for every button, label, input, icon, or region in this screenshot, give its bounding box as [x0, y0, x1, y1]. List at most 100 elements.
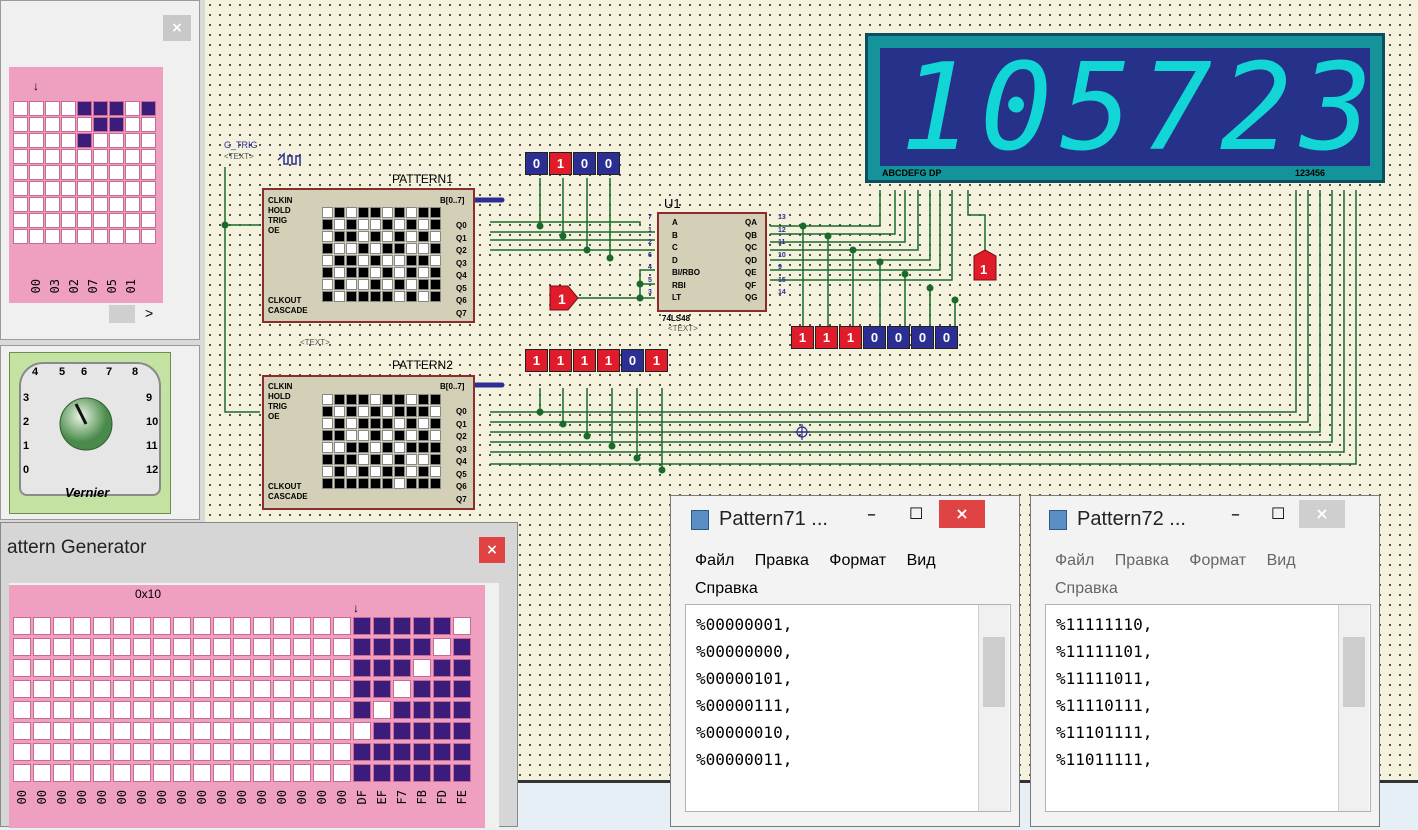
pattern-cell[interactable]: [53, 743, 71, 761]
pattern-cell[interactable]: [13, 165, 28, 180]
pattern-cell[interactable]: [73, 638, 91, 656]
pattern-cell[interactable]: [77, 181, 92, 196]
pattern-cell[interactable]: [109, 133, 124, 148]
scroll-thumb[interactable]: [109, 305, 135, 323]
pattern-cell[interactable]: [109, 213, 124, 228]
pattern-cell[interactable]: [93, 638, 111, 656]
pattern-cell[interactable]: [333, 701, 351, 719]
pattern-cell[interactable]: [453, 743, 471, 761]
pattern-cell[interactable]: [213, 764, 231, 782]
pattern-cell[interactable]: [333, 617, 351, 635]
pattern-cell[interactable]: [13, 764, 31, 782]
pattern-cell[interactable]: [333, 722, 351, 740]
pattern-cell[interactable]: [33, 743, 51, 761]
pattern-cell[interactable]: [109, 165, 124, 180]
pattern-cell[interactable]: [273, 680, 291, 698]
pattern-cell[interactable]: [273, 638, 291, 656]
pattern-cell[interactable]: [141, 165, 156, 180]
pattern-cell[interactable]: [273, 722, 291, 740]
menu-help[interactable]: Справка: [1055, 580, 1118, 597]
pattern-cell[interactable]: [45, 229, 60, 244]
pattern-cell[interactable]: [13, 117, 28, 132]
pattern-cell[interactable]: [113, 617, 131, 635]
pattern-cell[interactable]: [353, 680, 371, 698]
pattern-cell[interactable]: [233, 722, 251, 740]
pattern-cell[interactable]: [293, 701, 311, 719]
pattern-cell[interactable]: [253, 701, 271, 719]
pattern-cell[interactable]: [333, 764, 351, 782]
pattern-cell[interactable]: [93, 181, 108, 196]
horizontal-scrollbar[interactable]: >: [9, 303, 163, 325]
pattern-cell[interactable]: [61, 133, 76, 148]
pattern-cell[interactable]: [433, 638, 451, 656]
scroll-thumb[interactable]: [983, 637, 1005, 707]
pattern-cell[interactable]: [253, 617, 271, 635]
pattern-cell[interactable]: [153, 743, 171, 761]
menu-view[interactable]: Вид: [1266, 552, 1296, 569]
pattern-cell[interactable]: [109, 101, 124, 116]
pattern-cell[interactable]: [93, 701, 111, 719]
pattern-cell[interactable]: [13, 659, 31, 677]
pattern-cell[interactable]: [93, 133, 108, 148]
pattern-cell[interactable]: [53, 680, 71, 698]
pattern-cell[interactable]: [53, 659, 71, 677]
maximize-icon[interactable]: ☐: [1271, 504, 1286, 523]
pattern-cell[interactable]: [393, 722, 411, 740]
pattern-cell[interactable]: [45, 149, 60, 164]
pattern-cell[interactable]: [433, 659, 451, 677]
pattern-cell[interactable]: [125, 117, 140, 132]
pattern-cell[interactable]: [373, 764, 391, 782]
pattern-cell[interactable]: [173, 701, 191, 719]
pattern-cell[interactable]: [45, 181, 60, 196]
pattern-cell[interactable]: [353, 659, 371, 677]
pattern-cell[interactable]: [273, 764, 291, 782]
pattern-cell[interactable]: [373, 680, 391, 698]
pattern-cell[interactable]: [13, 181, 28, 196]
pattern-cell[interactable]: [109, 197, 124, 212]
vertical-scrollbar[interactable]: [1338, 605, 1369, 811]
pattern-cell[interactable]: [393, 743, 411, 761]
pattern-cell[interactable]: [29, 229, 44, 244]
pattern-cell[interactable]: [125, 149, 140, 164]
pattern-cell[interactable]: [29, 133, 44, 148]
pattern-cell[interactable]: [45, 165, 60, 180]
vertical-scrollbar[interactable]: [978, 605, 1009, 811]
pattern-cell[interactable]: [77, 213, 92, 228]
pattern-cell[interactable]: [193, 617, 211, 635]
notepad-2-textarea[interactable]: %11111110,%11111101,%11111011,%11110111,…: [1045, 604, 1371, 812]
menu-format[interactable]: Формат: [1189, 552, 1247, 569]
pattern-cell[interactable]: [73, 743, 91, 761]
pattern-cell[interactable]: [353, 617, 371, 635]
pattern-cell[interactable]: [73, 701, 91, 719]
pattern-cell[interactable]: [141, 229, 156, 244]
pattern-cell[interactable]: [53, 701, 71, 719]
minimize-icon[interactable]: –: [867, 504, 876, 525]
pattern-cell[interactable]: [413, 743, 431, 761]
pattern-cell[interactable]: [273, 743, 291, 761]
pattern-cell[interactable]: [29, 149, 44, 164]
pattern-cell[interactable]: [353, 764, 371, 782]
pattern-cell[interactable]: [413, 722, 431, 740]
pattern-cell[interactable]: [333, 659, 351, 677]
menu-edit[interactable]: Правка: [754, 552, 809, 569]
pattern-cell[interactable]: [253, 659, 271, 677]
menu-format[interactable]: Формат: [829, 552, 887, 569]
pattern-cell[interactable]: [93, 117, 108, 132]
menu-help[interactable]: Справка: [695, 580, 758, 597]
pattern-cell[interactable]: [125, 133, 140, 148]
pattern-cell[interactable]: [433, 701, 451, 719]
pattern-cell[interactable]: [433, 764, 451, 782]
pattern-cell[interactable]: [353, 701, 371, 719]
pattern-cell[interactable]: [333, 638, 351, 656]
pattern-cell[interactable]: [133, 764, 151, 782]
pattern-cell[interactable]: [13, 701, 31, 719]
pattern-cell[interactable]: [77, 133, 92, 148]
u1-chip[interactable]: [657, 212, 767, 312]
pattern-cell[interactable]: [273, 659, 291, 677]
pattern-cell[interactable]: [313, 764, 331, 782]
pattern-cell[interactable]: [273, 617, 291, 635]
